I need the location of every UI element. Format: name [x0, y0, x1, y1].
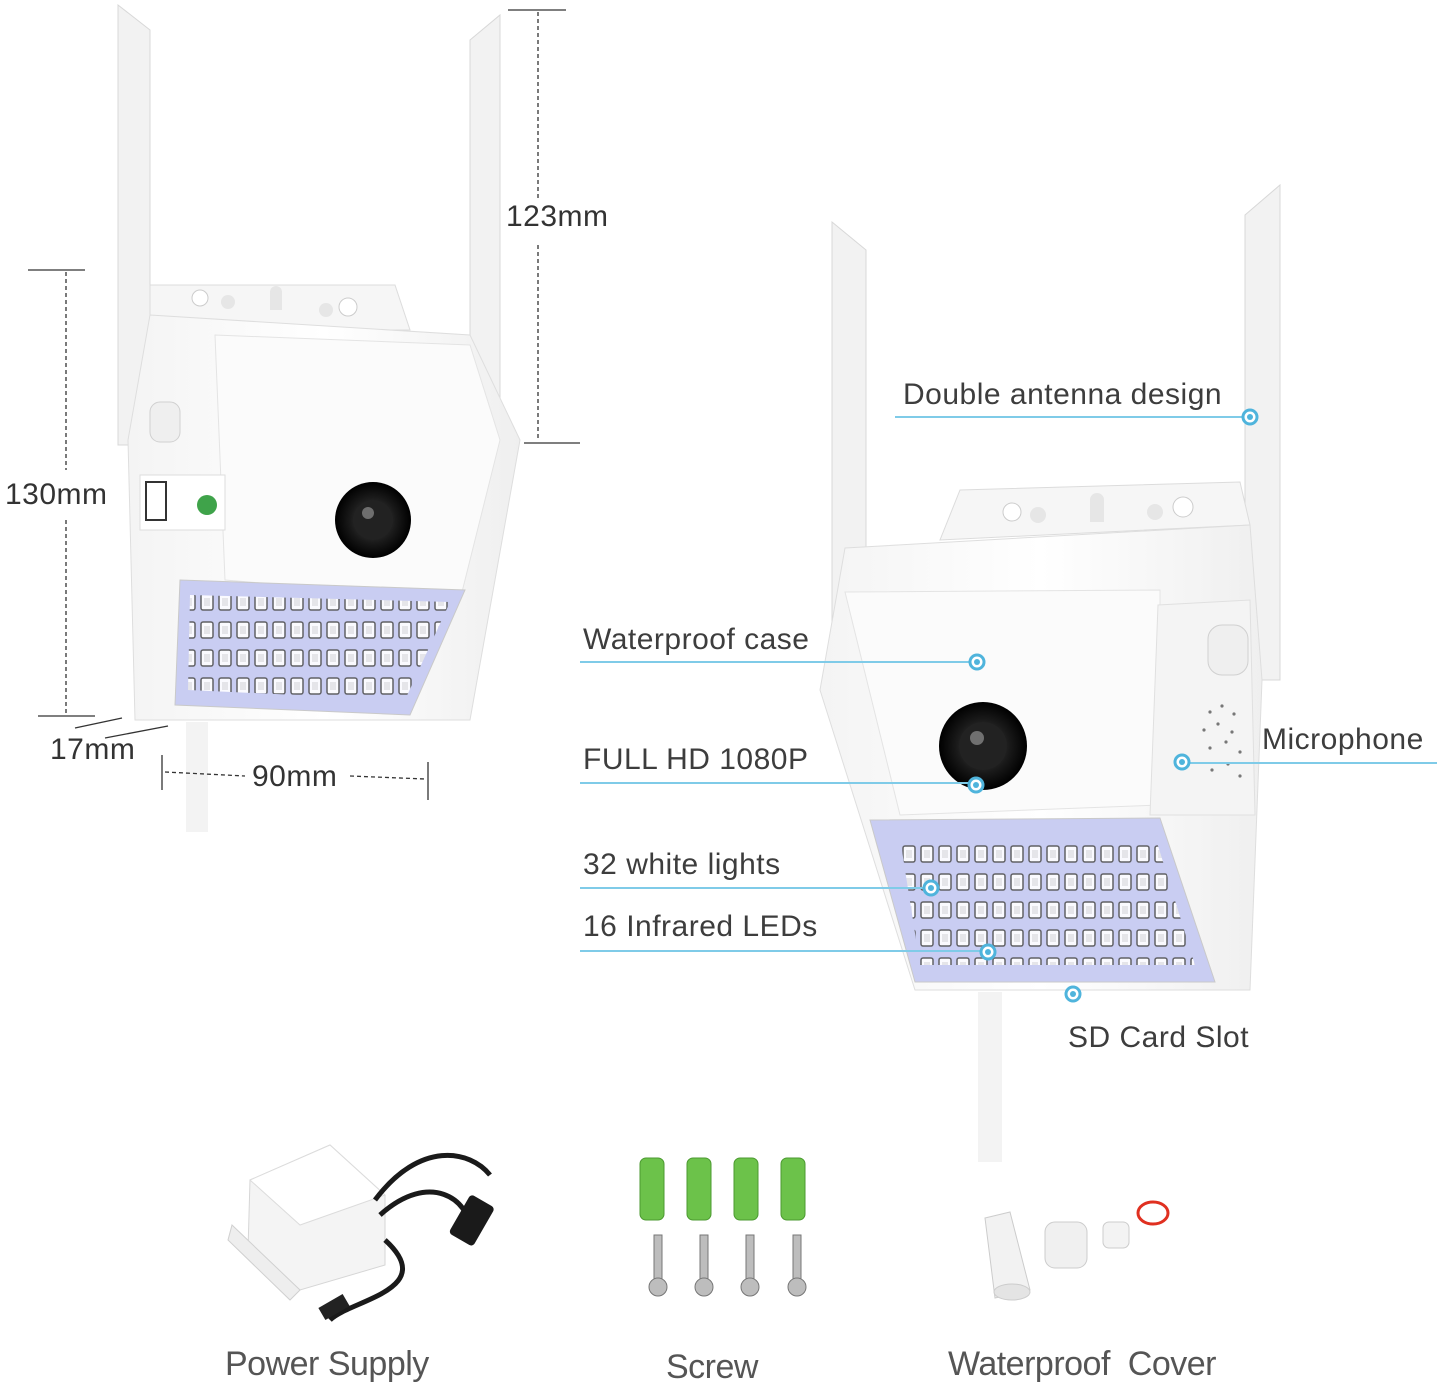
callout-full-hd: FULL HD 1080P	[583, 743, 809, 776]
dimension-body-height: 130mm	[5, 478, 108, 511]
right-camera-drawing	[819, 183, 1281, 1162]
left-camera-drawing	[117, 3, 521, 832]
dimension-depth: 17mm	[50, 733, 136, 766]
accessory-power-supply-label: Power Supply	[225, 1345, 429, 1383]
dimension-lines	[28, 9, 580, 800]
callout-white-lights: 32 white lights	[583, 848, 781, 881]
dimension-width: 90mm	[252, 760, 338, 793]
callout-sd-card-slot: SD Card Slot	[1068, 1021, 1250, 1054]
accessory-screw-label: Screw	[666, 1348, 758, 1386]
accessory-waterproof-cover-label: Waterproof Cover	[948, 1345, 1217, 1383]
callout-infrared-leds: 16 Infrared LEDs	[583, 910, 818, 943]
dimension-antenna-height: 123mm	[506, 200, 609, 233]
waterproof-cover-drawing	[984, 1200, 1170, 1301]
callout-waterproof-case: Waterproof case	[583, 623, 810, 656]
callout-lines	[580, 416, 1437, 952]
callout-microphone: Microphone	[1262, 723, 1424, 756]
screw-drawing	[639, 1157, 807, 1297]
callout-antenna: Double antenna design	[903, 378, 1223, 411]
power-supply-drawing	[227, 1144, 494, 1322]
